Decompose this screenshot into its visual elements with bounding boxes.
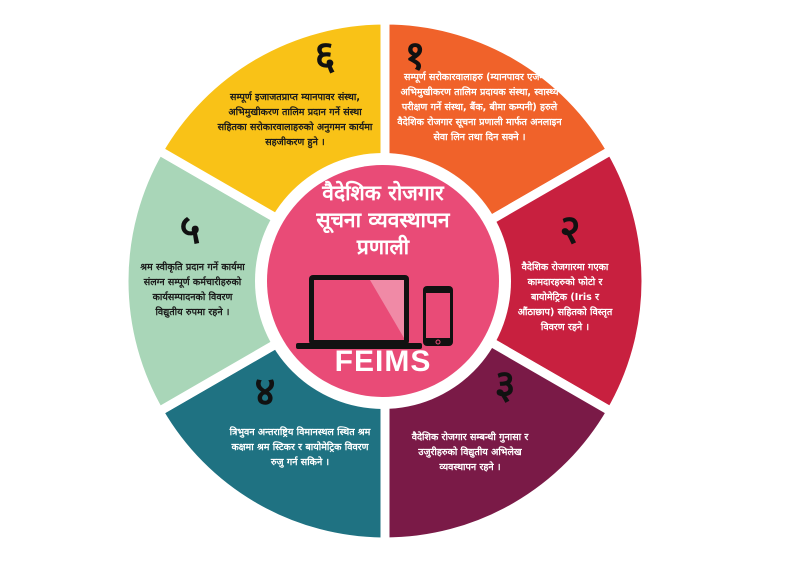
segment-5 (119, 144, 395, 418)
segment-number-6: ६ (314, 33, 336, 79)
center-title: वैदेशिक रोजगार सूचना व्यवस्थापन प्रणाली (283, 180, 483, 261)
segment-text-2: वैदेशिक रोजगारमा गएका कामदारहरुको फोटो र… (517, 262, 613, 333)
laptop-icon (296, 275, 422, 349)
center-title-line-3: प्रणाली (356, 235, 410, 259)
segment-text-5: श्रम स्वीकृति प्रदान गर्ने कार्यमा संलग्… (140, 262, 245, 318)
segment-text-3: वैदेशिक रोजगार सम्बन्धी गुनासा र उजुरीहर… (411, 432, 529, 473)
segment-number-3: ३ (494, 362, 516, 408)
segment-number-5: ५ (179, 207, 201, 253)
segment-number-4: ४ (254, 369, 276, 415)
segment-2 (375, 144, 651, 418)
segment-text-1: सम्पूर्ण सरोकारवालाहरु (म्यानपावर एजेन्स… (397, 72, 562, 143)
segment-number-1: १ (404, 33, 426, 79)
feims-acronym: FEIMS (334, 345, 432, 378)
smartphone-icon (423, 286, 453, 346)
segment-text-4: त्रिभुवन अन्तराष्ट्रिय विमानस्थल स्थित श… (229, 427, 371, 468)
center-title-line-2: सूचना व्यवस्थापन (316, 208, 450, 232)
segment-text-6: सम्पूर्ण इजाजतप्राप्त म्यानपावर संस्था, … (217, 92, 373, 148)
segment-number-2: २ (559, 207, 581, 253)
center-title-line-1: वैदेशिक रोजगार (322, 181, 444, 205)
